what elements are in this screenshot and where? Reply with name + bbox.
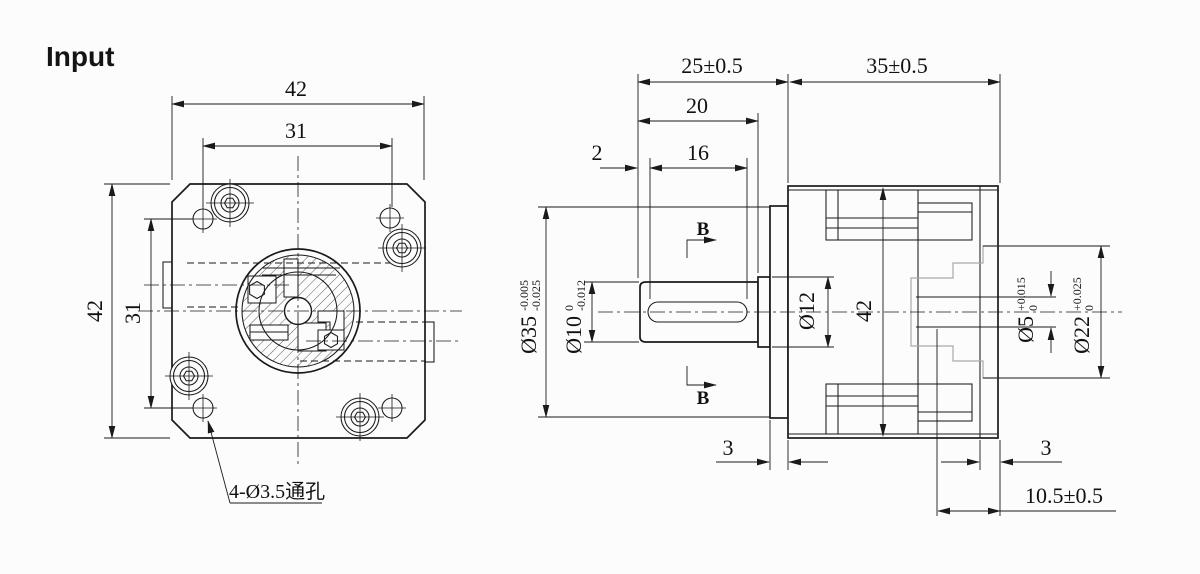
svg-text:+0.015: +0.015 xyxy=(1014,277,1028,311)
right-tab xyxy=(424,321,435,363)
svg-text:0: 0 xyxy=(562,305,576,311)
holes-note: 4-Ø3.5通孔 xyxy=(229,480,325,503)
dim-pilot-thickness: 3 xyxy=(723,435,734,460)
corner-screw xyxy=(378,224,426,272)
front-view: 42 31 42 31 4-Ø3.5通孔 xyxy=(82,76,462,504)
section-label-top: B xyxy=(697,219,710,240)
corner-screw xyxy=(206,179,254,227)
section-mark-bottom: B xyxy=(686,366,717,409)
svg-text:42: 42 xyxy=(851,300,876,322)
dim-pilot-diameter: Ø35 -0.005 -0.025 xyxy=(516,280,543,354)
svg-text:Ø10: Ø10 xyxy=(561,316,586,354)
page-title: Input xyxy=(46,41,114,72)
dim-flange-width: 42 xyxy=(285,76,307,101)
side-view-dimensions: 25±0.5 35±0.5 20 16 2 Ø35 -0.005 -0.025 xyxy=(516,53,1116,516)
dim-bore-diameter: Ø5 +0.015 0 xyxy=(1013,277,1040,343)
dim-flange-height: 42 xyxy=(82,300,107,322)
section-label-bottom: B xyxy=(697,388,710,409)
corner-screw xyxy=(336,393,384,441)
dim-shaft-length: 20 xyxy=(686,93,708,118)
through-hole xyxy=(189,205,217,233)
svg-text:0: 0 xyxy=(1082,305,1096,311)
dim-shaft-diameter: Ø10 0 -0.012 xyxy=(561,280,588,354)
front-view-dimensions: 42 31 42 31 4-Ø3.5通孔 xyxy=(82,76,425,504)
dim-body-height: 42 xyxy=(851,300,876,322)
dim-bolt-spacing-h: 31 xyxy=(285,118,307,143)
svg-text:-0.005: -0.005 xyxy=(517,280,531,311)
svg-text:Ø12: Ø12 xyxy=(794,292,819,330)
dim-shaft-overall: 25±0.5 xyxy=(681,53,743,78)
through-hole xyxy=(378,394,406,422)
socket-screw-section-upper xyxy=(249,280,265,300)
dim-bolt-spacing-v: 31 xyxy=(120,302,145,324)
dim-key-offset: 2 xyxy=(592,140,603,165)
corner-screw xyxy=(165,352,213,400)
dim-rear-thickness: 3 xyxy=(1041,435,1052,460)
svg-text:-0.012: -0.012 xyxy=(574,280,588,311)
through-hole xyxy=(376,204,404,232)
through-hole xyxy=(189,394,217,422)
dim-body-length: 35±0.5 xyxy=(866,53,928,78)
side-view: B B 25±0.5 35±0.5 20 16 2 xyxy=(516,53,1122,516)
dim-recess-diameter: Ø22 +0.025 0 xyxy=(1069,277,1096,354)
svg-text:-0.025: -0.025 xyxy=(529,280,543,311)
dim-boss-diameter: Ø12 xyxy=(794,292,819,330)
svg-text:0: 0 xyxy=(1026,305,1040,311)
dim-rear-depth: 10.5±0.5 xyxy=(1025,483,1103,508)
svg-text:Ø5: Ø5 xyxy=(1013,316,1038,343)
section-mark-top: B xyxy=(686,219,717,258)
dim-key-length: 16 xyxy=(687,140,709,165)
svg-text:Ø22: Ø22 xyxy=(1069,316,1094,354)
socket-screw-section-lower xyxy=(323,331,339,349)
svg-text:Ø35: Ø35 xyxy=(516,316,541,354)
svg-text:+0.025: +0.025 xyxy=(1070,277,1084,311)
